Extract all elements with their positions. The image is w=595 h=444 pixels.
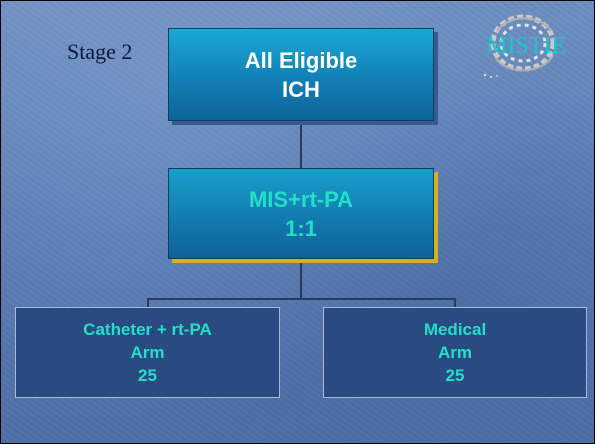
connector-horizontal-bus (147, 298, 456, 300)
stage-label: Stage 2 (67, 39, 133, 64)
medical-arm-box: Medical Arm 25 (323, 307, 587, 398)
left-box-line2: Arm (130, 343, 165, 362)
mid-box-line2: 1:1 (285, 215, 317, 241)
mis-rtpa-randomization-box: MIS+rt-PA 1:1 (168, 168, 434, 259)
connector-mid-to-bus (300, 260, 302, 299)
mid-box-line1: MIS+rt-PA (248, 186, 354, 212)
right-box-line3: 25 (445, 366, 465, 385)
connector-bus-to-left (147, 298, 149, 307)
left-box-line1: Catheter + rt-PA (83, 320, 212, 339)
logo: MISTIE (467, 9, 585, 83)
right-box-line2: Arm (437, 343, 472, 362)
all-eligible-ich-box: All Eligible ICH (168, 28, 434, 121)
brain-scan-logo-icon (483, 14, 556, 78)
left-box-line3: 25 (138, 366, 157, 385)
connector-top-to-mid (300, 122, 302, 168)
connector-bus-to-right (454, 298, 456, 307)
right-box-line1: Medical (423, 320, 487, 339)
top-box-line1: All Eligible (244, 47, 358, 73)
top-box-line2: ICH (282, 76, 320, 102)
catheter-rtpa-arm-box: Catheter + rt-PA Arm 25 (15, 307, 280, 398)
logo-text: MISTIE (486, 33, 566, 59)
